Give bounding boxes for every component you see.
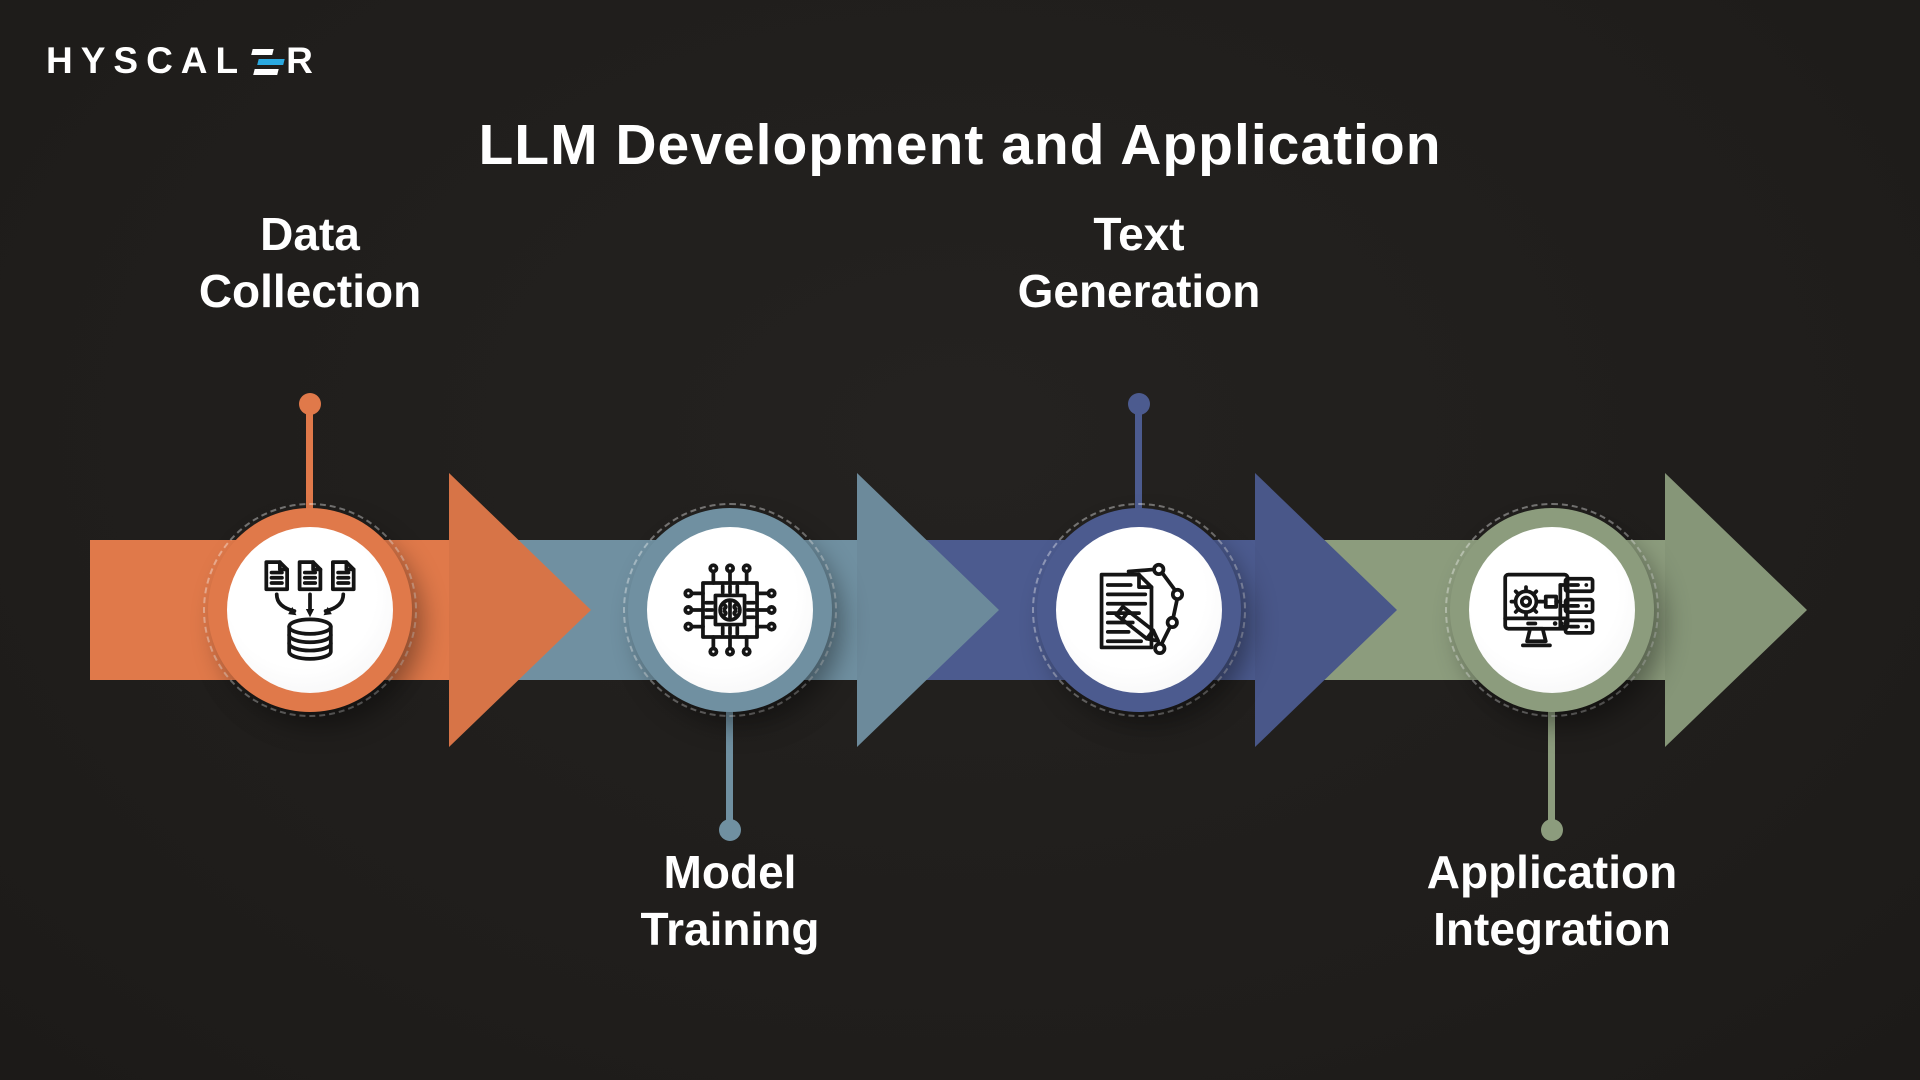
stage-icon-wrap-data-collection bbox=[227, 527, 393, 693]
connector-line-text-generation bbox=[1135, 404, 1142, 516]
logo-text-left: HYSCAL bbox=[46, 40, 247, 81]
stage-icon-wrap-application-integration bbox=[1469, 527, 1635, 693]
stage-icon-wrap-text-generation bbox=[1056, 527, 1222, 693]
database-collect-icon bbox=[264, 560, 356, 661]
label-application-integration: Application Integration bbox=[1292, 844, 1812, 958]
gear-glyph bbox=[1509, 585, 1543, 619]
label-line: Collection bbox=[198, 265, 422, 317]
document-pencil-icon bbox=[1099, 562, 1185, 656]
connector-dot-application-integration bbox=[1541, 819, 1563, 841]
arrowhead-model-training bbox=[857, 473, 999, 747]
dashed-ring bbox=[1445, 503, 1659, 717]
logo-e-bar-bottom bbox=[253, 69, 279, 75]
connector-line-model-training bbox=[726, 700, 733, 830]
arrowhead-application-integration bbox=[1665, 473, 1807, 747]
hyscaler-logo: HYSCAL R bbox=[46, 40, 321, 82]
label-model-training: Model Training bbox=[470, 844, 990, 958]
dashed-ring bbox=[1032, 503, 1246, 717]
label-line: Text bbox=[1093, 208, 1185, 260]
page-title: LLM Development and Application bbox=[478, 113, 1442, 177]
label-line: Model bbox=[663, 846, 797, 898]
label-line: Data bbox=[260, 208, 360, 260]
ai-chip-icon bbox=[683, 563, 777, 657]
arrowhead-data-collection bbox=[449, 473, 591, 747]
connector-dot-model-training bbox=[719, 819, 741, 841]
connector-line-data-collection bbox=[306, 404, 313, 516]
arrowhead-text-generation bbox=[1255, 473, 1397, 747]
connector-line-application-integration bbox=[1548, 700, 1555, 830]
label-line: Training bbox=[640, 903, 820, 955]
monitor-gear-icon bbox=[1503, 572, 1595, 648]
logo-e-glyph bbox=[250, 48, 285, 76]
logo-e-bar-middle bbox=[257, 59, 285, 65]
label-line: Integration bbox=[1433, 903, 1671, 955]
dashed-ring bbox=[623, 503, 837, 717]
label-text-generation: Text Generation bbox=[879, 206, 1399, 320]
dashed-ring bbox=[203, 503, 417, 717]
label-line: Application bbox=[1426, 846, 1678, 898]
logo-e-bar-top bbox=[251, 49, 274, 55]
label-line: Generation bbox=[1017, 265, 1261, 317]
stage-icon-wrap-model-training bbox=[647, 527, 813, 693]
logo-text-right: R bbox=[286, 40, 321, 81]
label-data-collection: Data Collection bbox=[50, 206, 570, 320]
